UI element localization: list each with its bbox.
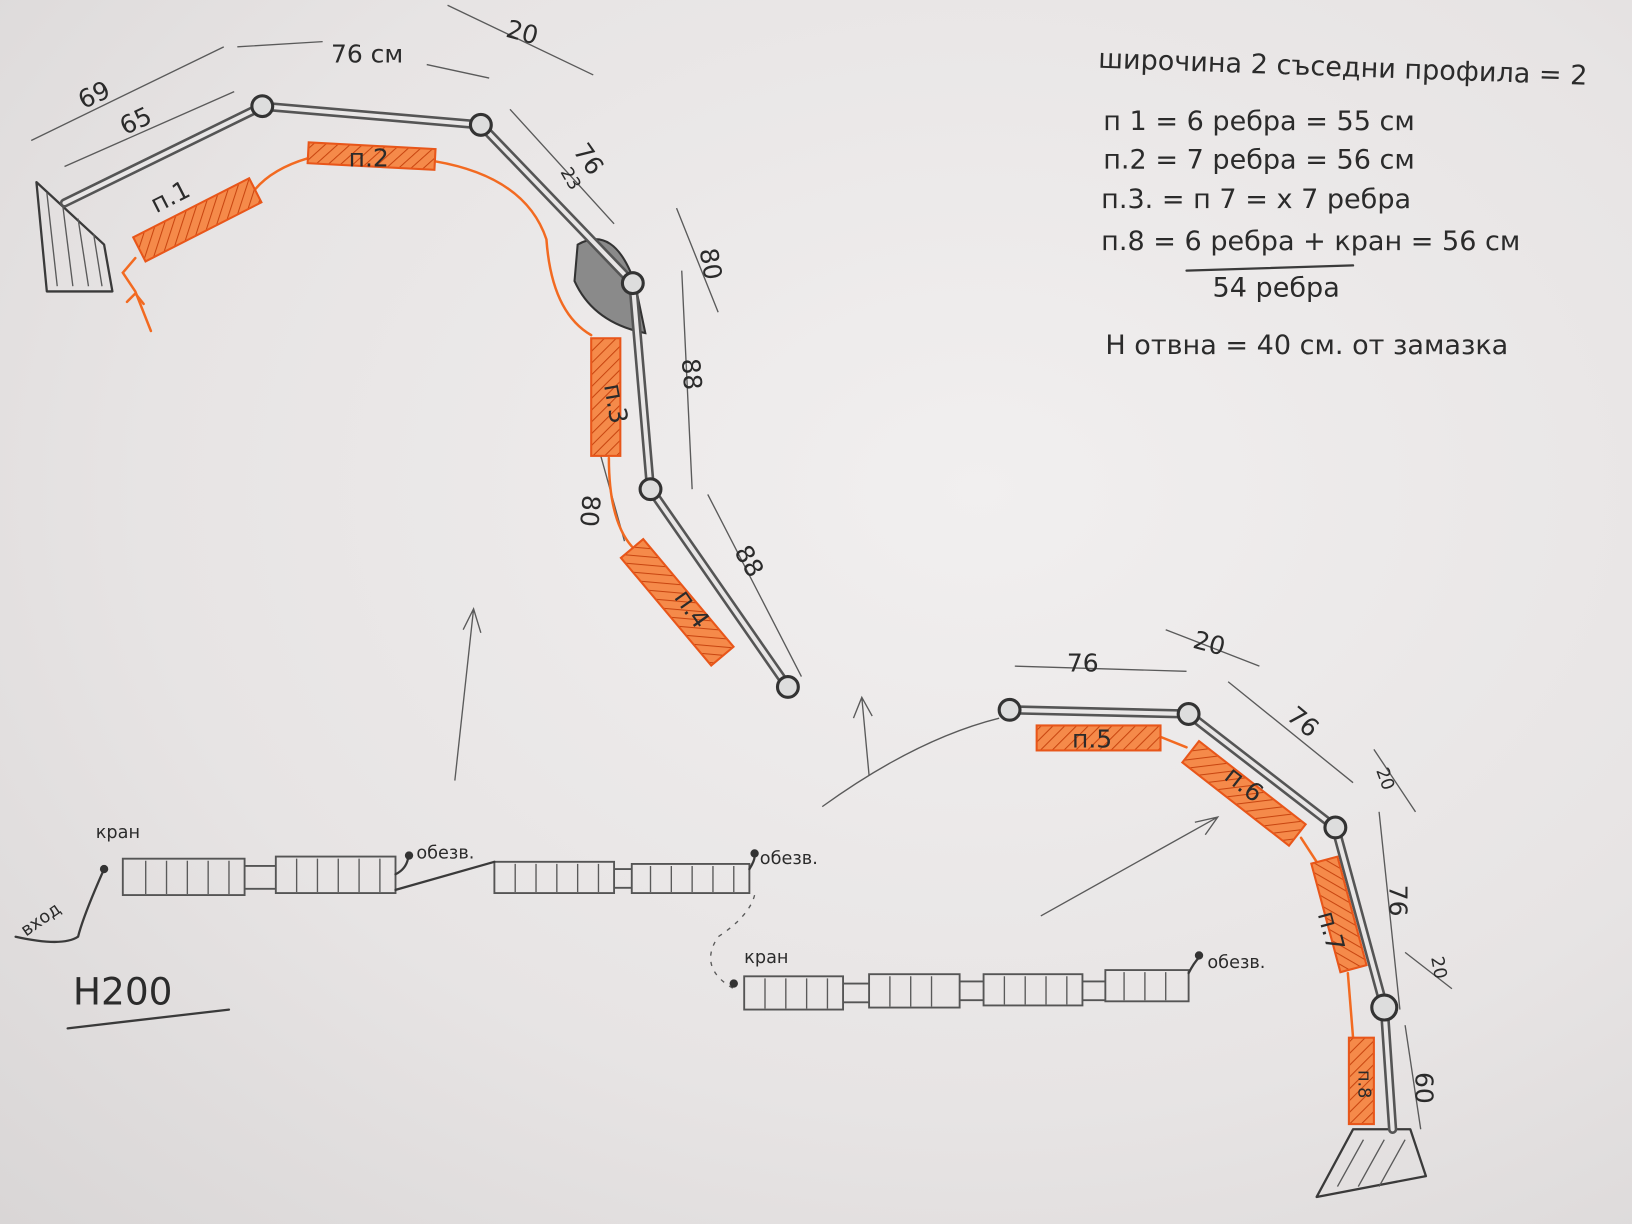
svg-text:88: 88 — [676, 357, 708, 391]
radiator-p1: п.1 — [131, 175, 263, 263]
svg-text:20: 20 — [503, 14, 541, 50]
corner-pillar — [573, 238, 647, 335]
radiator-p3: п.3 — [590, 337, 634, 457]
joint — [997, 697, 1022, 722]
window-profile-upper — [59, 94, 800, 699]
svg-text:65: 65 — [115, 101, 156, 141]
joint — [1176, 702, 1201, 726]
joint — [620, 271, 645, 296]
underline — [66, 1008, 231, 1030]
svg-text:76: 76 — [1282, 701, 1325, 744]
svg-text:п.8: п.8 — [1353, 1070, 1373, 1098]
joint — [1323, 815, 1348, 840]
joint — [775, 674, 800, 699]
svg-text:Н отвна = 40 см. от замазка: Н отвна = 40 см. от замазка — [1105, 330, 1508, 361]
svg-text:обезв.: обезв. — [760, 849, 818, 869]
heating-pipe-lower — [1159, 735, 1355, 1039]
radiator-schematic-1: кран вход обезв. обезв. — [14, 823, 818, 944]
svg-text:76 см: 76 см — [331, 39, 403, 68]
heating-pipe-upper — [121, 156, 634, 548]
svg-text:п.2 = 7 ребра = 56 см: п.2 = 7 ребра = 56 см — [1103, 145, 1415, 176]
svg-text:20: 20 — [1371, 765, 1397, 793]
joint — [638, 477, 663, 502]
svg-text:20: 20 — [1426, 955, 1450, 981]
svg-text:80: 80 — [574, 494, 606, 528]
svg-text:п.3. = п 7 = x 7 ребра: п.3. = п 7 = x 7 ребра — [1101, 184, 1411, 215]
svg-text:обезв.: обезв. — [1207, 953, 1265, 973]
wall-hatch-left — [35, 180, 114, 293]
svg-text:кран: кран — [96, 823, 140, 843]
svg-text:20: 20 — [1190, 625, 1228, 661]
radiator-p2: п.2 — [306, 141, 437, 173]
joint — [250, 94, 275, 119]
radiator-p4: п.4 — [619, 537, 736, 667]
dimension-lines — [30, 4, 1453, 1130]
svg-text:вход: вход — [17, 899, 64, 941]
radiator-p8: п.8 — [1347, 1036, 1375, 1126]
svg-text:54 ребра: 54 ребра — [1213, 273, 1340, 304]
svg-text:69: 69 — [74, 75, 115, 115]
direction-arrows — [454, 607, 1220, 917]
svg-text:обезв.: обезв. — [416, 844, 474, 864]
svg-text:п.2: п.2 — [349, 144, 389, 173]
svg-text:76: 76 — [1383, 885, 1412, 917]
svg-text:широчина 2 съседни профила = 2: широчина 2 съседни профила = 2 — [1098, 44, 1588, 92]
svg-text:76: 76 — [1067, 648, 1099, 677]
radiator-p7: п.7 — [1310, 855, 1368, 974]
svg-text:60: 60 — [1410, 1072, 1439, 1104]
joint — [1370, 993, 1399, 1022]
dimension-labels: 69 65 76 см 20 76 23 80 88 80 88 76 20 7… — [74, 14, 1450, 1104]
svg-text:п 1 = 6 ребра = 55 см: п 1 = 6 ребра = 55 см — [1103, 106, 1415, 137]
svg-text:кран: кран — [744, 948, 788, 968]
notes-block: широчина 2 съседни профила = 2 п 1 = 6 р… — [1098, 44, 1588, 361]
svg-text:п.3: п.3 — [598, 381, 634, 426]
inlet-arrow — [125, 291, 145, 306]
svg-text:п.8 = 6 ребра + кран = 56 см: п.8 = 6 ребра + кран = 56 см — [1101, 226, 1520, 257]
radiator-schematic-2: кран обезв. — [709, 894, 1265, 1011]
joint — [468, 112, 493, 137]
window-profile-lower — [997, 697, 1399, 1134]
wall-hatch-bottom-right — [1315, 1128, 1428, 1199]
svg-text:80: 80 — [694, 246, 728, 282]
radiator-p5: п.5 — [1035, 724, 1162, 753]
sketch-id: Н200 — [73, 969, 173, 1013]
svg-text:п.5: п.5 — [1072, 724, 1112, 753]
